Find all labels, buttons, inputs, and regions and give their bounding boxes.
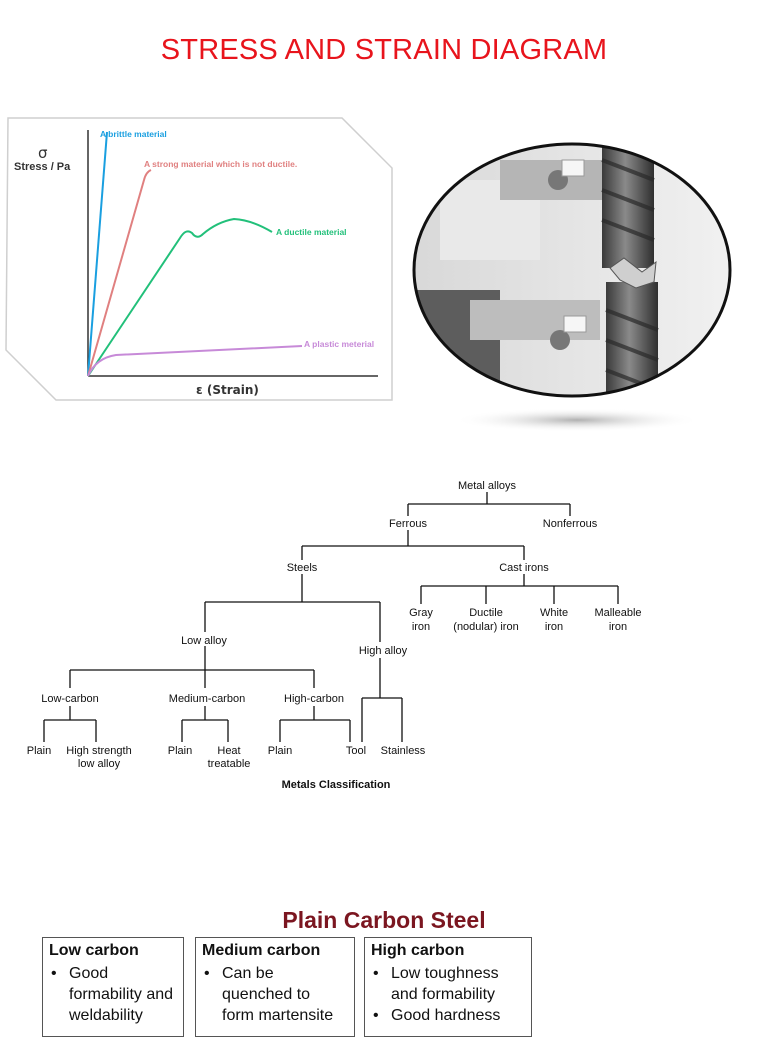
tensile-test-photo: [412, 142, 732, 398]
node-malleable-iron: Malleable: [594, 607, 641, 619]
low-carbon-item: weldability: [69, 1007, 143, 1024]
medium-carbon-item: Can be: [222, 965, 274, 982]
high-carbon-box: High carbon • Low toughness and formabili…: [364, 937, 532, 1037]
x-axis-label: ε (Strain): [196, 383, 259, 397]
node-high-strength: High strength: [66, 745, 131, 757]
bullet-icon: •: [204, 965, 210, 982]
node-gray-iron: Gray: [409, 607, 433, 619]
node-metal-alloys: Metal alloys: [458, 480, 517, 492]
node-plain-medium: Plain: [168, 745, 192, 757]
low-carbon-item: formability and: [69, 986, 174, 1003]
node-low-carbon: Low-carbon: [41, 693, 98, 705]
strong-label: A strong material which is not ductile.: [144, 159, 297, 169]
high-carbon-item: Good hardness: [391, 1007, 501, 1024]
node-stainless: Stainless: [381, 745, 426, 757]
photo-shadow: [453, 408, 701, 432]
classification-caption: Metals Classification: [282, 779, 391, 791]
high-carbon-item: Low toughness: [391, 965, 499, 982]
node-gray-iron-2: iron: [412, 621, 430, 633]
brittle-curve: [87, 131, 108, 377]
ductile-label: A ductile material: [276, 227, 347, 237]
node-cast-irons: Cast irons: [499, 562, 549, 574]
node-heat-treatable: Heat: [217, 745, 240, 757]
plastic-label: A plastic meterial: [304, 339, 374, 349]
node-white-iron-2: iron: [545, 621, 563, 633]
y-axis-symbol: σ: [38, 144, 48, 162]
stress-strain-diagram: σ Stress / Pa ε (Strain) A brittle mater…: [5, 117, 393, 401]
node-steels: Steels: [287, 562, 318, 574]
node-high-alloy: High alloy: [359, 645, 408, 657]
node-tool: Tool: [346, 745, 366, 757]
plastic-curve: [87, 345, 303, 377]
low-carbon-box: Low carbon • Good formability and weldabi…: [42, 937, 184, 1037]
node-medium-carbon: Medium-carbon: [169, 693, 245, 705]
y-axis-label: Stress / Pa: [14, 161, 71, 173]
strong-curve: [87, 169, 152, 377]
metals-classification-tree: Metal alloys Ferrous Nonferrous Steels C…: [27, 480, 642, 791]
high-carbon-item: and formability: [391, 986, 496, 1003]
node-nonferrous: Nonferrous: [543, 518, 598, 530]
node-white-iron: White: [540, 607, 568, 619]
medium-carbon-box: Medium carbon • Can be quenched to form m…: [195, 937, 355, 1037]
node-ferrous: Ferrous: [389, 518, 427, 530]
plain-carbon-title: Plain Carbon Steel: [282, 907, 486, 933]
low-carbon-item: Good: [69, 965, 109, 982]
bullet-icon: •: [51, 965, 57, 982]
node-malleable-iron-2: iron: [609, 621, 627, 633]
node-high-carbon: High-carbon: [284, 693, 344, 705]
low-carbon-heading: Low carbon: [49, 942, 139, 959]
node-plain-high: Plain: [268, 745, 292, 757]
bullet-icon: •: [373, 1007, 379, 1024]
node-ductile-iron: Ductile: [469, 607, 503, 619]
brittle-label: A brittle material: [100, 129, 167, 139]
node-high-strength-2: low alloy: [78, 758, 121, 770]
node-ductile-iron-2: (nodular) iron: [453, 621, 518, 633]
page-title: STRESS AND STRAIN DIAGRAM: [160, 34, 608, 66]
node-plain-low: Plain: [27, 745, 51, 757]
node-low-alloy: Low alloy: [181, 635, 227, 647]
bullet-icon: •: [373, 965, 379, 982]
node-heat-treatable-2: treatable: [208, 758, 251, 770]
ductile-curve: [87, 217, 273, 377]
high-carbon-heading: High carbon: [371, 942, 465, 959]
medium-carbon-item: quenched to: [222, 986, 311, 1003]
medium-carbon-item: form martensite: [222, 1007, 334, 1024]
medium-carbon-heading: Medium carbon: [202, 942, 321, 959]
